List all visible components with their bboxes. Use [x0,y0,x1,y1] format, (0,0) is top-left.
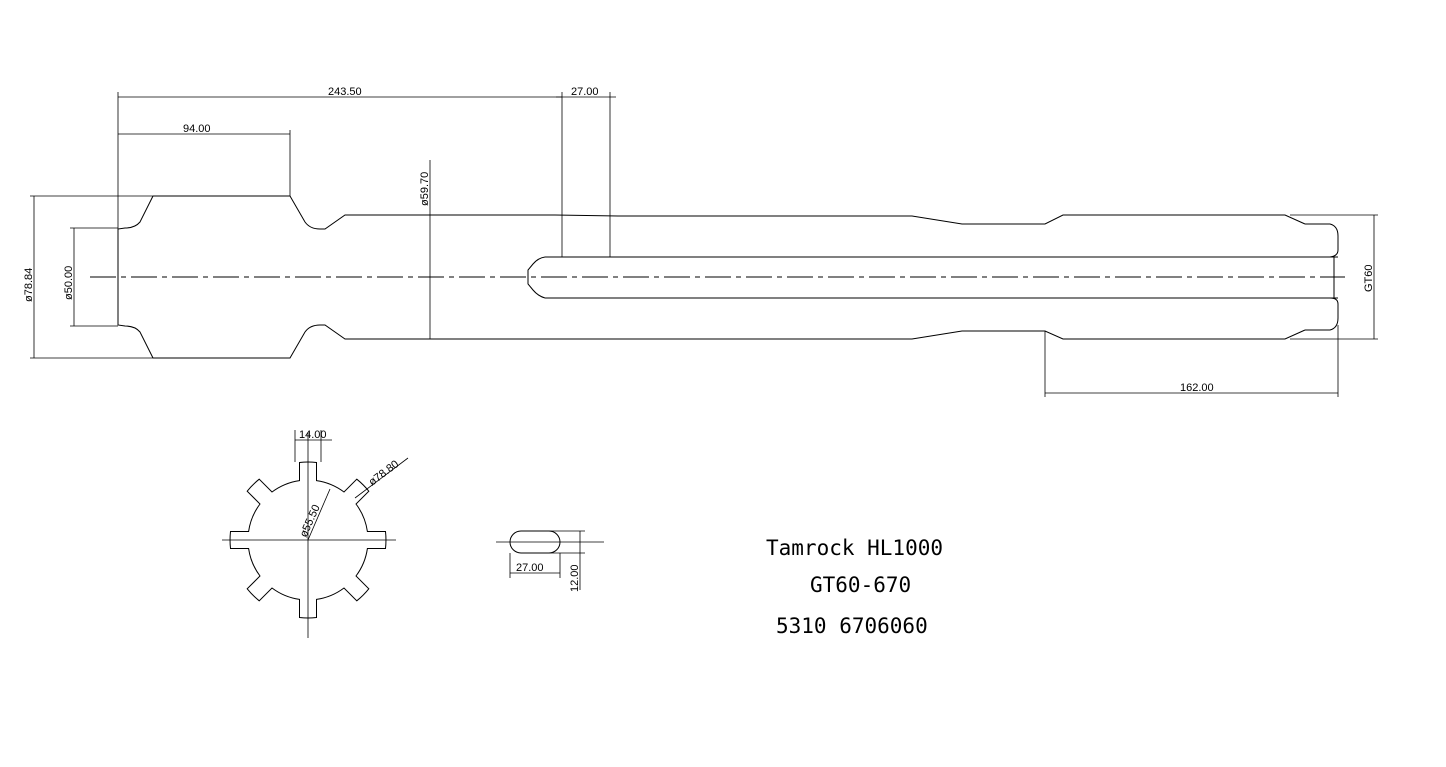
leader-78-80 [354,457,409,499]
dim-label-94-00: 94.00 [183,123,211,135]
slot-detail-view: 27.00 12.00 [496,530,604,592]
title-line-thread: GT60-670 [810,573,911,597]
dim-label-slot-27-00: 27.00 [516,562,544,574]
dim-label-243-50: 243.50 [328,86,362,98]
title-block: Tamrock HL1000 GT60-670 5310 6706060 [766,536,943,638]
shank-outline [117,195,1306,359]
dim-label-78-84: ø78.84 [23,268,35,302]
dim-label-162-00: 162.00 [1180,382,1214,394]
title-line-model: Tamrock HL1000 [766,536,943,560]
spline-section-view: 14.00 ø78.80 ø55.50 [222,429,409,638]
dim-label-14-00: 14.00 [299,429,327,441]
thread-end-profile [1305,223,1339,331]
dim-label-55-50: ø55.50 [298,503,323,539]
dim-label-59-70: ø59.70 [419,172,431,206]
dim-label-slot-12-00: 12.00 [569,564,581,592]
flushing-hole [527,256,1338,299]
dim-label-78-80: ø78.80 [367,458,402,488]
shank-side-view: 243.50 27.00 94.00 ø59.70 ø78.84 ø50.00 … [23,86,1378,397]
leader-55-50 [307,488,331,541]
dim-label-27-00-top: 27.00 [571,86,599,98]
spline-profile [229,461,387,619]
title-line-partno: 5310 6706060 [776,614,928,638]
dim-label-gt60: GT60 [1363,264,1375,292]
dim-label-50-00: ø50.00 [63,266,75,300]
